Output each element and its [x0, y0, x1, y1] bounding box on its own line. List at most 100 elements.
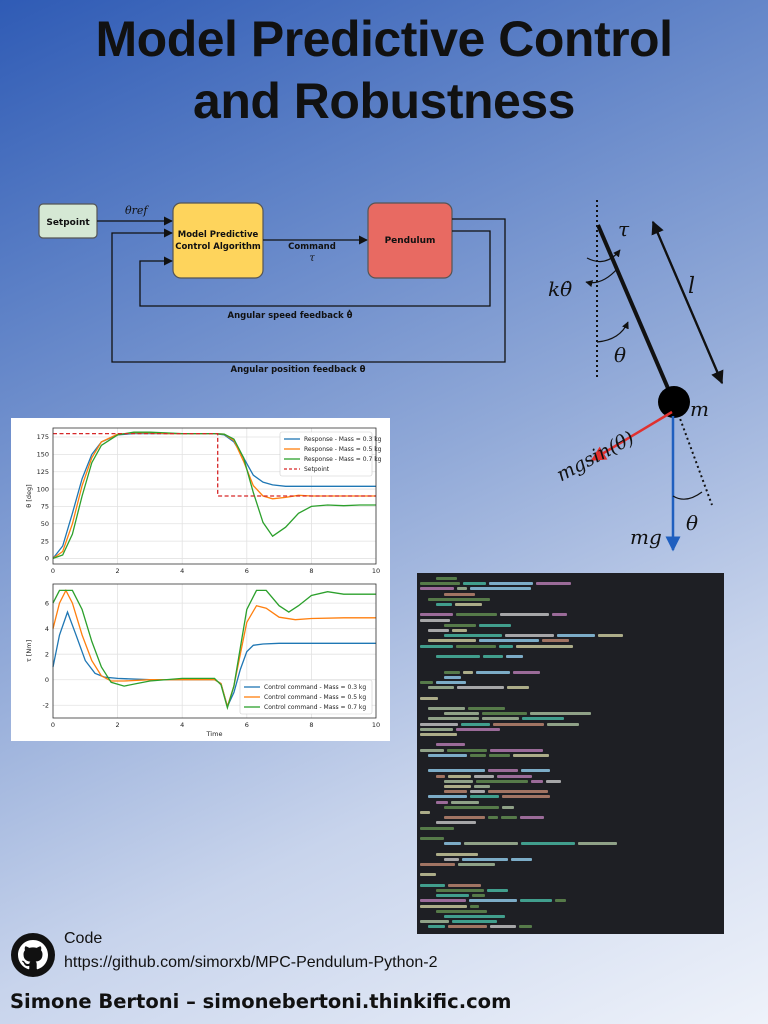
code-line [428, 925, 445, 929]
code-line [448, 774, 471, 778]
legend-label: Response - Mass = 0.7 kg [304, 456, 382, 463]
code-line [470, 587, 531, 591]
code-line [507, 686, 529, 690]
code-line [502, 805, 514, 809]
code-line [444, 842, 461, 846]
code-line [420, 748, 444, 752]
code-line [476, 779, 528, 783]
code-line [420, 863, 455, 866]
mpc-label-line-1: Model Predictive [178, 230, 259, 240]
code-line [516, 644, 573, 648]
y-tick-label: 75 [41, 503, 49, 511]
mpc-box [172, 202, 264, 279]
code-line [436, 774, 445, 778]
legend-box [279, 431, 373, 477]
command-tau-label: τ [309, 253, 315, 264]
code-line [420, 920, 449, 924]
code-line [444, 805, 499, 809]
code-line [444, 915, 505, 918]
length-label: l [688, 274, 695, 299]
code-line [428, 707, 465, 710]
y-tick-label: 175 [37, 433, 49, 441]
code-line [489, 753, 510, 757]
code-line [420, 837, 444, 840]
y-tick-label: 0 [45, 676, 49, 684]
code-line [436, 743, 465, 747]
damping-label: kθ̇ [548, 277, 572, 301]
code-line [488, 790, 548, 794]
pendulum-label: Pendulum [385, 236, 436, 246]
code-line [493, 722, 544, 726]
title-line-2: and Robustness [193, 73, 575, 129]
command-label: Command [288, 242, 336, 252]
y-tick-label: 6 [45, 599, 49, 607]
y-tick-label: 0 [45, 555, 49, 563]
code-line [482, 712, 527, 716]
code-line [428, 753, 467, 757]
code-line [448, 883, 481, 887]
code-line [505, 634, 554, 638]
code-line [420, 904, 467, 908]
code-line [487, 889, 508, 892]
code-line [482, 717, 519, 721]
gravity-label: mg [630, 525, 662, 549]
author-credit: Simone Bertoni – simonebertoni.thinkific… [10, 990, 512, 1013]
x-tick-label: 4 [180, 721, 184, 729]
page-title: Model Predictive Control and Robustness [0, 8, 768, 132]
x-tick-label: 0 [51, 721, 55, 729]
x-tick-label: 10 [372, 567, 380, 575]
pendulum-box [367, 202, 453, 279]
y-tick-label: 2 [45, 650, 49, 658]
code-line [500, 613, 549, 617]
code-screenshot [417, 573, 724, 934]
code-line [470, 795, 499, 799]
legend-box [239, 679, 373, 715]
code-line [502, 795, 550, 799]
code-line [456, 613, 497, 617]
code-label: Code [64, 930, 103, 947]
code-line [444, 670, 460, 674]
code-line [456, 727, 500, 731]
tangential-force-label: mgsin(θ) [553, 427, 638, 486]
code-line [479, 623, 511, 627]
code-line [420, 696, 438, 700]
x-tick-label: 0 [51, 567, 55, 575]
code-line [462, 857, 508, 861]
code-line [530, 712, 591, 716]
code-line [536, 582, 571, 586]
code-line [542, 639, 569, 643]
code-line [436, 889, 484, 892]
code-line [420, 727, 453, 731]
code-line [472, 894, 485, 898]
code-line [436, 852, 478, 856]
code-line [474, 774, 494, 778]
legend-label: Response - Mass = 0.3 kg [304, 436, 382, 443]
code-line [513, 670, 540, 674]
code-line [420, 899, 466, 903]
code-line [436, 894, 469, 898]
code-line [522, 717, 564, 721]
y-axis-label: τ [Nm] [25, 640, 33, 662]
code-line [436, 655, 480, 658]
code-line [458, 863, 495, 866]
code-line [452, 629, 467, 632]
x-tick-label: 2 [116, 567, 120, 575]
legend-label: Setpoint [304, 466, 330, 473]
code-line [578, 842, 617, 846]
code-line [552, 613, 567, 617]
repo-link[interactable]: https://github.com/simorxb/MPC-Pendulum-… [64, 954, 438, 971]
plot-frame [52, 583, 377, 719]
code-line [420, 681, 433, 684]
code-line [501, 816, 517, 820]
y-tick-label: 4 [45, 625, 49, 633]
code-line [444, 779, 473, 783]
code-line [420, 873, 436, 877]
code-line [546, 779, 561, 783]
legend-label: Control command - Mass = 0.7 kg [264, 704, 366, 711]
code-line [448, 925, 487, 929]
code-line [444, 790, 467, 794]
code-line [428, 629, 449, 632]
code-line [463, 670, 473, 674]
code-line [428, 717, 479, 721]
code-line [428, 597, 490, 601]
